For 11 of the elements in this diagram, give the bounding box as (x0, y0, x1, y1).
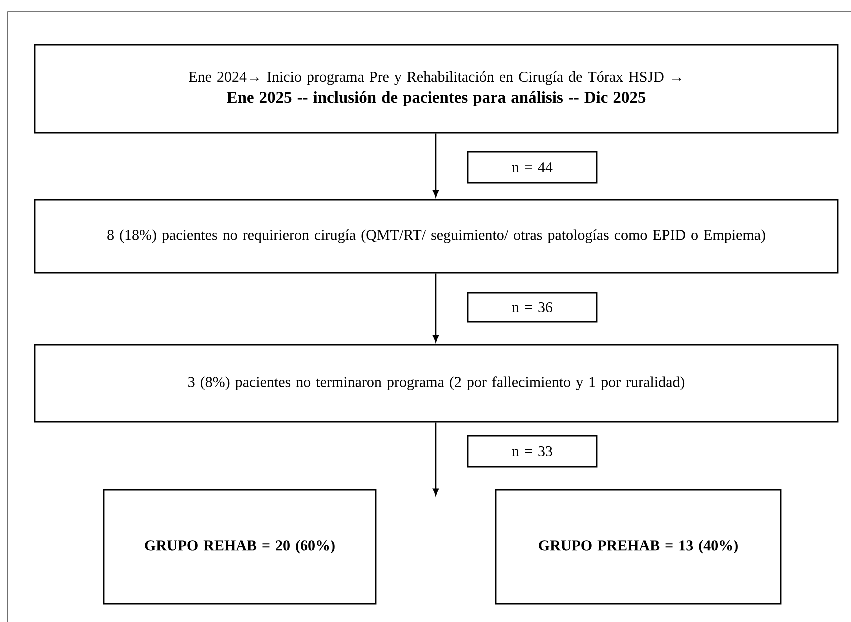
count-box: n = 44 (467, 151, 598, 184)
arrow (433, 274, 439, 342)
arrow (433, 422, 439, 496)
group-box: GRUPO PREHAB = 13 (40%) (495, 489, 782, 605)
process-box: 3 (8%) pacientes no terminaron programa (2 por fallecimiento y 1 por ruralidad) (34, 344, 839, 423)
count-box: n = 36 (467, 292, 598, 323)
process-box: 8 (18%) pacientes no requirieron cirugía (QMT/RT/ seguimiento/ otras patologías como EPID o Empiema) (34, 199, 839, 274)
process-box: Ene 2024→ Inicio programa Pre y Rehabilitación en Cirugía de Tórax HSJD → Ene 2025 -- inclusión de pacientes para análisis -- Dic 2025 (34, 44, 839, 134)
count-box: n = 33 (467, 435, 598, 468)
group-box: GRUPO REHAB = 20 (60%) (103, 489, 377, 605)
arrow (433, 134, 439, 198)
